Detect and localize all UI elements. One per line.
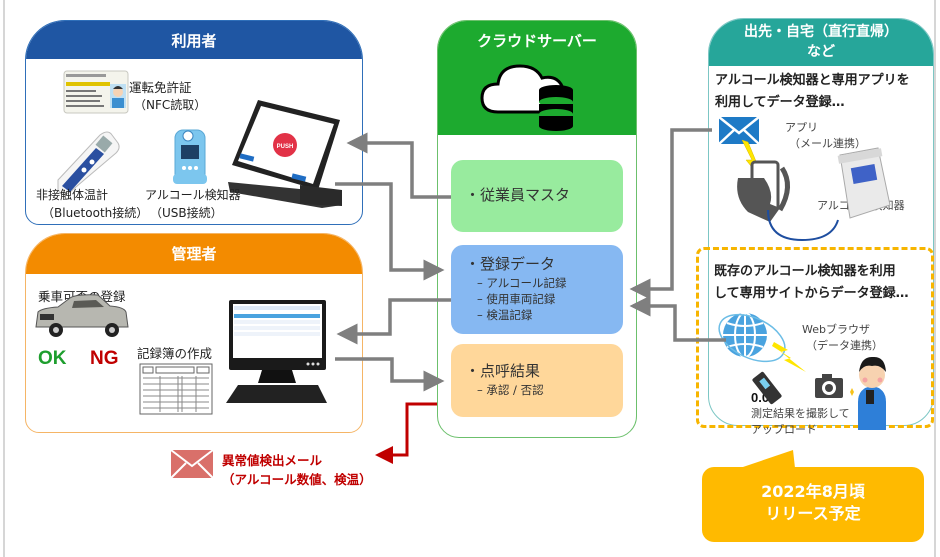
thermometer-sub-label: （Bluetooth接続）	[42, 206, 149, 220]
rollcall-result-card[interactable]: ・点呼結果 – 承認 / 否認	[451, 344, 623, 417]
alcohol-detector-label: アルコール検知器	[145, 188, 241, 202]
arrow-alert-mail	[375, 402, 437, 464]
arrow-master-to-tablet	[346, 132, 451, 199]
employee-master-card[interactable]: ・従業員マスタ	[451, 160, 623, 232]
alert-mail-icon	[170, 449, 214, 479]
remote-panel-title: 出先・自宅（直行直帰） など	[709, 19, 933, 66]
app-heading-line1: アルコール検知器と専用アプリを	[715, 73, 910, 88]
ng-label: NG	[90, 348, 119, 369]
cloud-server-title-text: クラウドサーバー	[477, 32, 597, 50]
frame-border-right	[934, 0, 936, 557]
rollcall-result-item-approval: – 承認 / 否認	[477, 383, 544, 397]
license-label: 運転免許証	[129, 80, 192, 95]
browser-label: Webブラウザ	[802, 323, 870, 336]
app-heading-line2: 利用してデータ登録…	[715, 95, 845, 110]
app-label: アプリ	[785, 121, 818, 134]
upload-line1: 測定結果を撮影して	[751, 407, 850, 420]
admin-panel-title: 管理者	[26, 234, 362, 274]
license-sub-label: （NFC読取）	[134, 98, 207, 112]
admin-panel: 管理者	[25, 233, 363, 433]
alert-mail-line2: （アルコール数値、検温）	[222, 472, 372, 487]
frame-border-left	[3, 0, 5, 557]
release-callout: 2022年8月頃 リリース予定	[702, 467, 924, 542]
upload-line2: アップロード	[751, 423, 817, 436]
alcohol-detector-sub-label: （USB接続）	[150, 206, 223, 220]
alert-mail-line1: 異常値検出メール	[222, 453, 323, 468]
web-heading-line1: 既存のアルコール検知器を利用	[714, 264, 896, 279]
browser-sub-label: （データ連携）	[806, 339, 883, 352]
rollcall-result-title: ・点呼結果	[465, 362, 541, 380]
ok-label: OK	[38, 348, 67, 369]
registered-data-item-temperature: – 検温記録	[477, 308, 533, 322]
measurement-reading: 0.00	[751, 390, 777, 405]
release-callout-pointer	[740, 450, 795, 468]
registered-data-item-alcohol: – アルコール記録	[477, 276, 567, 290]
employee-master-title: ・従業員マスタ	[465, 186, 571, 204]
release-line1: 2022年8月頃	[761, 482, 865, 501]
boarding-registration-label: 乗車可否の登録	[38, 289, 126, 304]
remote-title-line1: 出先・自宅（直行直帰）	[744, 24, 898, 40]
registered-data-item-vehicle: – 使用車両記録	[477, 292, 556, 306]
logbook-label: 記録簿の作成	[137, 346, 213, 361]
remote-title-line2: など	[807, 44, 835, 60]
web-heading-line2: して専用サイトからデータ登録…	[714, 286, 909, 301]
app-detector-label: アルコール検知器	[817, 199, 905, 212]
registered-data-title: ・登録データ	[465, 255, 556, 273]
thermometer-label: 非接触体温計	[36, 188, 109, 202]
release-line2: リリース予定	[765, 504, 861, 523]
cloud-server-title: クラウドサーバー	[438, 21, 636, 135]
registered-data-card[interactable]: ・登録データ – アルコール記録 – 使用車両記録 – 検温記録	[451, 245, 623, 334]
users-panel-title: 利用者	[26, 21, 362, 59]
app-sub-label: （メール連携）	[789, 137, 866, 150]
